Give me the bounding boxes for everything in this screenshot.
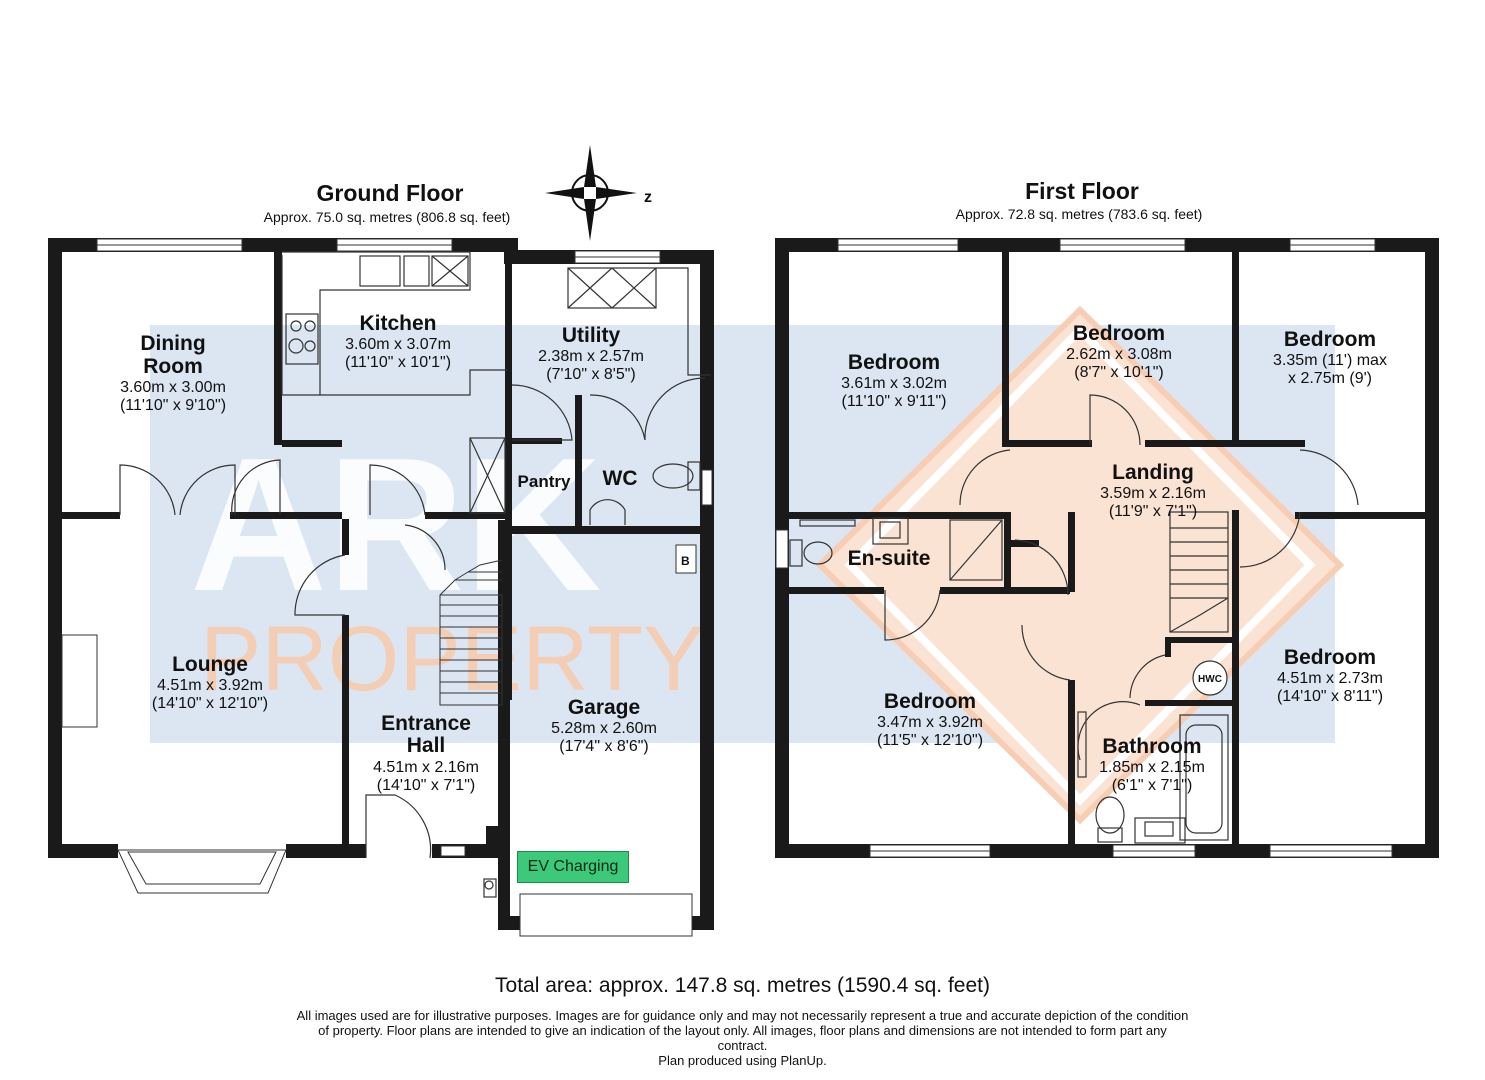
- lounge-dim-m: 4.51m x 3.92m: [157, 677, 263, 694]
- bedroom-left-dim-m: 3.61m x 3.02m: [841, 375, 947, 392]
- disclaimer-line-4: Plan produced using PlanUp.: [658, 1053, 827, 1068]
- hwc-label: HWC: [1198, 674, 1222, 685]
- entrance-hall-dim-m: 4.51m x 2.16m: [373, 759, 479, 776]
- utility-dim-m: 2.38m x 2.57m: [538, 348, 644, 365]
- bedroom-main-name: Bedroom: [884, 690, 976, 713]
- bedroom-left-name: Bedroom: [848, 351, 940, 374]
- kitchen-name: Kitchen: [359, 312, 436, 335]
- ground-floor-walls: [48, 238, 714, 930]
- ground-staircase: [439, 544, 697, 706]
- kitchen-units: [281, 251, 710, 514]
- bedroom-mid-name: Bedroom: [1073, 322, 1165, 345]
- first-floor-area: Approx. 72.8 sq. metres (783.6 sq. feet): [956, 206, 1203, 222]
- disclaimer-line-2: of property. Floor plans are intended to…: [318, 1023, 1167, 1038]
- compass-icon: z: [545, 145, 652, 241]
- bedroom-right-dim-m: 3.35m (11') max: [1273, 352, 1387, 369]
- first-floor-doors: [884, 394, 1359, 761]
- bedroom-left-dim-ft: (11'10" x 9'11"): [842, 393, 947, 410]
- garage-dim-m: 5.28m x 2.60m: [551, 720, 657, 737]
- ground-floor-area: Approx. 75.0 sq. metres (806.8 sq. feet): [264, 209, 511, 225]
- entrance-hall-dim-ft: (14'10" x 7'1"): [377, 777, 475, 794]
- first-floor-title: First Floor: [1025, 178, 1139, 204]
- first-floor-fittings: [789, 511, 1229, 844]
- landing-name: Landing: [1112, 461, 1194, 484]
- ground-floor-title: Ground Floor: [317, 180, 464, 206]
- bedroom-mid-dim-m: 2.62m x 3.08m: [1066, 346, 1172, 363]
- bedroom-mid-dim-ft: (8'7" x 10'1"): [1074, 364, 1164, 381]
- wc-name: WC: [603, 467, 638, 490]
- utility-name: Utility: [562, 324, 621, 347]
- fireplace: [61, 634, 98, 728]
- entrance-hall-name-2: Hall: [407, 734, 446, 757]
- disclaimer-line-3: contract.: [717, 1038, 768, 1053]
- bedroom-br-dim-ft: (14'10" x 8'11"): [1277, 688, 1383, 705]
- landing-dim-m: 3.59m x 2.16m: [1100, 485, 1206, 502]
- first-floor-windows: [775, 238, 1393, 858]
- garage-dim-ft: (17'4" x 8'6"): [559, 738, 649, 755]
- utility-dim-ft: (7'10" x 8'5"): [546, 366, 636, 383]
- en-suite-name: En-suite: [848, 547, 931, 570]
- ground-floor-windows: [96, 238, 713, 937]
- total-area: Total area: approx. 147.8 sq. metres (15…: [495, 974, 990, 997]
- bedroom-right-name: Bedroom: [1284, 328, 1376, 351]
- disclaimer: All images used are for illustrative pur…: [255, 1008, 1230, 1068]
- boiler-label: B: [681, 554, 690, 568]
- kitchen-dim-m: 3.60m x 3.07m: [345, 336, 451, 353]
- kitchen-dim-ft: (11'10" x 10'1"): [345, 354, 451, 371]
- garage-name: Garage: [568, 696, 640, 719]
- lounge-dim-ft: (14'10" x 12'10"): [152, 695, 268, 712]
- bedroom-right-dim-ft: x 2.75m (9'): [1288, 370, 1372, 387]
- dining-room-dim-ft: (11'10" x 9'10"): [120, 397, 226, 414]
- dining-room-name-2: Room: [143, 355, 203, 378]
- compass-label: z: [644, 189, 652, 206]
- disclaimer-line-1: All images used are for illustrative pur…: [296, 1008, 1189, 1023]
- entrance-hall-name-1: Entrance: [381, 712, 471, 735]
- landing-dim-ft: (11'9" x 7'1"): [1109, 503, 1197, 520]
- bathroom-dim-ft: (6'1" x 7'1"): [1112, 777, 1193, 794]
- bathroom-name: Bathroom: [1102, 735, 1201, 758]
- wc-fittings: [589, 461, 701, 525]
- dining-room-name-1: Dining: [140, 332, 205, 355]
- bedroom-br-name: Bedroom: [1284, 646, 1376, 669]
- ground-floor-doors: [119, 377, 706, 898]
- watermark-ark: ARK: [190, 419, 602, 631]
- dining-room-dim-m: 3.60m x 3.00m: [120, 379, 226, 396]
- bathroom-dim-m: 1.85m x 2.15m: [1099, 759, 1205, 776]
- pantry-name: Pantry: [518, 472, 571, 491]
- watermark-property: PROPERTY: [200, 608, 704, 710]
- bedroom-br-dim-m: 4.51m x 2.73m: [1277, 670, 1383, 687]
- bedroom-main-dim-ft: (11'5" x 12'10"): [877, 732, 983, 749]
- ev-charging-label: EV Charging: [517, 851, 629, 883]
- lounge-name: Lounge: [172, 653, 248, 676]
- bedroom-main-dim-m: 3.47m x 3.92m: [877, 714, 983, 731]
